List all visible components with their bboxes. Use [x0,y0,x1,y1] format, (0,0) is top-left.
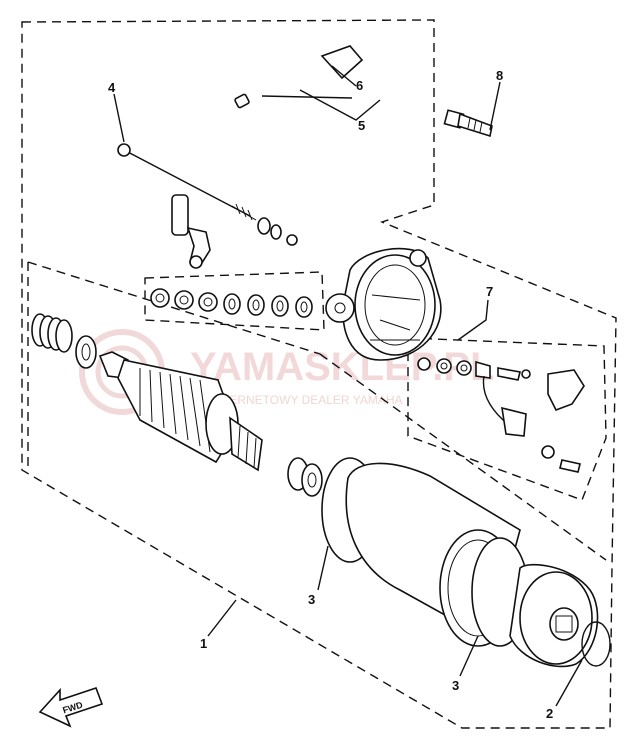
callout-3-front: 3 [308,592,315,607]
callout-7: 7 [486,284,493,299]
callout-1: 1 [200,636,207,651]
inner-boundary-top [27,261,321,355]
callout-8: 8 [496,68,503,83]
bolt [443,109,493,138]
callout-6: 6 [356,78,363,93]
washer-group [150,288,313,318]
terminal-ring [189,255,203,269]
bolt-washers [257,217,298,246]
cable-end-cap [320,45,364,80]
front-cover [509,563,599,668]
callout-4: 4 [108,80,116,95]
rear-cover [325,247,442,361]
armature-washers [287,457,323,497]
through-bolt [117,143,257,221]
o-ring-2 [581,621,611,667]
washer-group-boundary [144,271,325,331]
starter-cable [171,45,364,269]
cable-sleeve [234,93,250,109]
callout-5: 5 [358,118,365,133]
callout-2: 2 [546,706,553,721]
watermark-sub: INTERNETOWY DEALER YAMAHA [210,393,403,407]
brush-holder-group-boundary [407,337,607,501]
fwd-arrow: FWD [38,686,104,728]
assembly-boundary [21,19,617,729]
leader-lines [113,65,583,707]
armature [98,351,263,472]
inner-boundary-right [319,353,607,561]
cable-boot [171,194,189,236]
brush-holder-parts [417,357,585,473]
callout-3-rear: 3 [452,678,459,693]
spring-and-washers [31,313,97,369]
